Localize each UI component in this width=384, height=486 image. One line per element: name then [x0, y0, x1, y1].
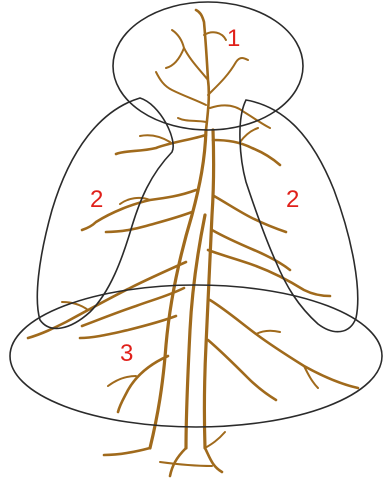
root-right [205, 448, 222, 472]
crown-twig-d [208, 58, 248, 95]
branch-upper-right [213, 140, 280, 165]
crown-leader [196, 10, 209, 130]
zone-label-right-side: 2 [286, 186, 299, 213]
branch-lower-right-twig-a [256, 331, 280, 334]
branch-lower-right-lower [208, 340, 276, 400]
crown-twig-a [172, 30, 208, 80]
trunk-right-edge [204, 130, 213, 448]
branch-lower-left-3 [80, 316, 176, 338]
crown-twig-f [156, 72, 206, 105]
trunk-inner-line [186, 215, 205, 448]
crown-twig-g [178, 118, 206, 122]
crown-twig-b [166, 48, 184, 68]
zone-label-crown: 1 [227, 25, 240, 52]
crown-twig-c [204, 32, 226, 40]
zone-labels: 1 2 2 3 [90, 25, 299, 367]
branch-right-middle [214, 196, 286, 232]
branch-lower-left-long [28, 262, 186, 338]
root-right-upper [205, 432, 225, 448]
branch-lower-right-long [210, 300, 358, 388]
branch-left-lower [106, 212, 192, 232]
tree-illustration [28, 10, 358, 476]
zone-label-lower: 3 [120, 340, 133, 367]
trunk-left-edge [150, 130, 206, 448]
root-center [170, 448, 186, 476]
root-left [104, 448, 150, 455]
branch-upper-left-twig [140, 135, 170, 142]
zone-label-left-side: 2 [90, 186, 103, 213]
root-base [160, 462, 212, 466]
zone-outline-lower [10, 285, 382, 427]
branch-upper-right-twig [240, 128, 258, 142]
